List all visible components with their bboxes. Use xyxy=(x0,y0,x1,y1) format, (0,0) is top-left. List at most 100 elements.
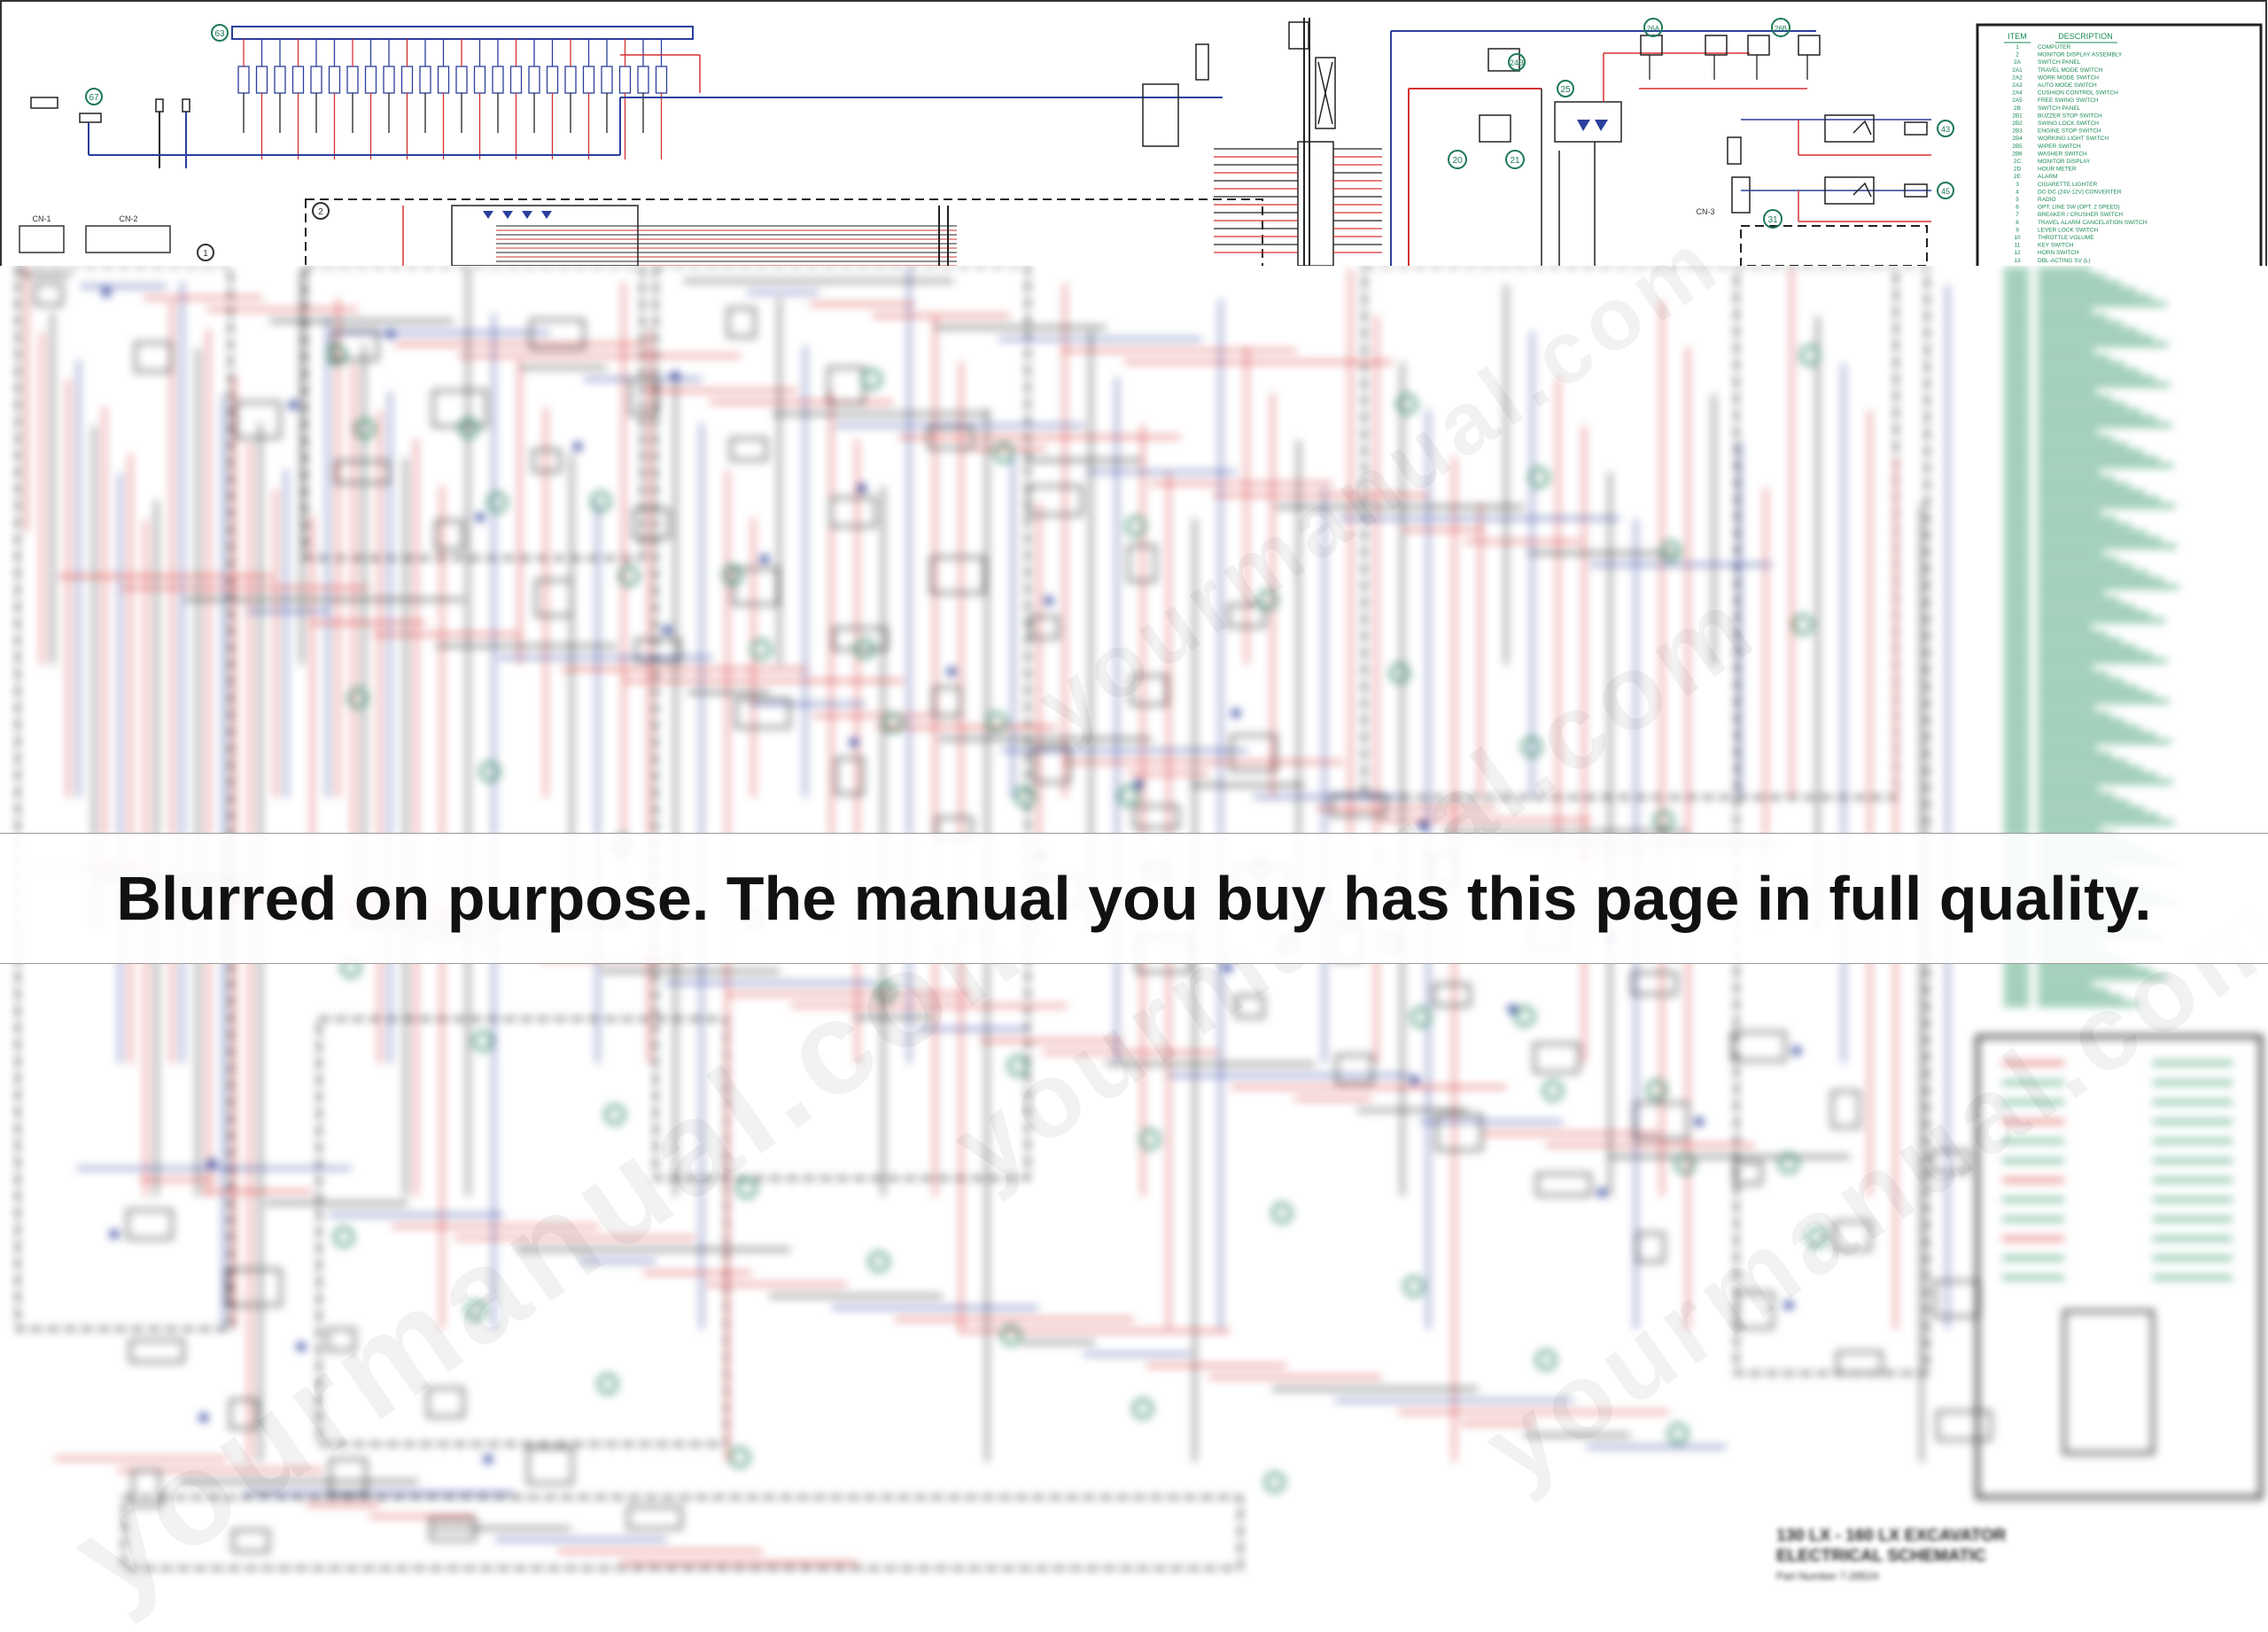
blurred-callout xyxy=(1535,1349,1557,1371)
blurred-component xyxy=(1631,972,1677,995)
legend-item-description: COMPUTER xyxy=(2038,44,2071,51)
blurred-component xyxy=(630,378,658,416)
blurred-component xyxy=(1536,1173,1591,1196)
blurred-callout xyxy=(347,688,369,709)
connector-tag-cn3: CN-3 xyxy=(1696,207,1714,216)
blurred-callout xyxy=(722,564,743,586)
blurred-box xyxy=(654,266,1029,1180)
blurred-component xyxy=(327,1328,355,1351)
legend-item-description: BUZZER STOP SWITCH xyxy=(2038,113,2102,119)
fuse xyxy=(455,66,468,94)
legend-item-description: FREE SWING SWITCH xyxy=(2038,97,2099,104)
blurred-component xyxy=(833,627,888,650)
legend-item-number: 2B xyxy=(2014,105,2021,112)
blurred-diode xyxy=(663,626,672,634)
blurred-callout xyxy=(1514,1006,1535,1027)
callout-26a: 26A xyxy=(1647,25,1660,33)
blurred-box xyxy=(1735,266,1929,1375)
monitor-component xyxy=(451,205,639,266)
fuse xyxy=(274,66,286,94)
blurred-diode xyxy=(102,288,111,297)
legend-item-number: 2A4 xyxy=(2012,90,2023,97)
blurred-diode xyxy=(1792,1046,1801,1055)
blurred-callout xyxy=(1799,345,1821,366)
blurred-diode xyxy=(1045,596,1053,605)
blurred-component xyxy=(1133,805,1179,828)
monitor-wiring xyxy=(402,205,957,266)
legend-item-description: AUTO MODE SWITCH xyxy=(2038,82,2097,89)
blurred-callout xyxy=(326,344,347,365)
blurred-box xyxy=(16,266,232,1331)
blurred-box xyxy=(317,1017,728,1446)
blurred-component xyxy=(730,438,767,461)
legend-item-number: 2A3 xyxy=(2012,82,2023,89)
blurred-diode xyxy=(760,555,769,563)
legend-item-description: LEVER LOCK SWITCH xyxy=(2038,227,2099,233)
blurred-diode xyxy=(1597,1188,1606,1197)
legend-item-number: 6 xyxy=(2016,205,2019,211)
callout-43: 43 xyxy=(1941,125,1950,134)
blurred-diode xyxy=(297,1342,306,1351)
legend-item-number: 8 xyxy=(2016,220,2019,226)
blurred-diode xyxy=(1784,1301,1793,1309)
blurred-component xyxy=(1636,1232,1665,1263)
blurred-diode xyxy=(858,484,866,493)
legend-item-description: WORK MODE SWITCH xyxy=(2038,74,2099,81)
blurred-callout xyxy=(1778,1153,1799,1174)
legend-item-number: 9 xyxy=(2016,227,2019,233)
fuse xyxy=(582,66,595,94)
schematic-subtitle: ELECTRICAL SCHEMATIC xyxy=(1776,1547,1986,1566)
blurred-callout xyxy=(986,711,1007,733)
blurred-callout xyxy=(736,1177,757,1199)
legend-item-description: CIGARETTE LIGHTER xyxy=(2038,182,2097,188)
connector-tag-cn2: CN-2 xyxy=(119,214,137,223)
blurred-callout xyxy=(1521,736,1542,758)
blurred-diode xyxy=(1508,1005,1517,1014)
callout-67: 67 xyxy=(89,93,99,103)
blurred-diode xyxy=(671,371,680,380)
blurred-diode xyxy=(207,1159,216,1168)
blurred-diode xyxy=(289,400,298,409)
blurred-component xyxy=(135,342,172,372)
blurred-component xyxy=(1831,1091,1860,1128)
legend-item-number: 2B2 xyxy=(2012,120,2023,127)
blurred-diode xyxy=(1223,963,1232,972)
blurred-component xyxy=(830,497,876,527)
schematic-sharp-region: 63 67 CN-1 CN-2 1 2 xyxy=(0,0,2268,266)
legend-item-description: WASHER SWITCH xyxy=(2038,151,2087,157)
blurred-component xyxy=(1436,1114,1482,1151)
blurred-component xyxy=(635,639,681,662)
blurred-callout xyxy=(1118,785,1139,806)
fuse xyxy=(328,66,341,94)
blurred-component xyxy=(735,698,790,728)
fuse xyxy=(546,66,559,94)
blurred-diode xyxy=(476,513,485,522)
blurred-component xyxy=(1837,1351,1883,1374)
blurred-component xyxy=(1834,1221,1871,1251)
blurred-diode xyxy=(199,1413,208,1422)
blurred-component xyxy=(633,509,670,539)
blurred-callout xyxy=(1257,589,1278,610)
fuse xyxy=(637,66,649,94)
legend-item-description: BREAKER / CRUSHER SWITCH xyxy=(2038,212,2123,218)
fuse xyxy=(291,66,305,94)
blurred-callout xyxy=(882,712,904,734)
fuse xyxy=(310,66,322,94)
legend-item-description: HOUR METER xyxy=(2038,167,2077,173)
blurred-component xyxy=(532,449,561,472)
relay xyxy=(1705,35,1728,56)
fuse xyxy=(364,66,377,94)
legend-item-number: 13 xyxy=(2014,258,2021,264)
blurred-component xyxy=(933,687,961,717)
legend-item-description: DBL-ACTING SV (L) xyxy=(2038,258,2091,264)
legend-item-description: DC-DC (24V-12V) CONVERTER xyxy=(2038,189,2122,195)
blurred-component xyxy=(1128,545,1156,582)
blurred-callout xyxy=(854,638,875,659)
blurred-callout xyxy=(729,1447,750,1468)
legend-item-number: 1 xyxy=(2016,44,2019,51)
blurred-component xyxy=(527,1447,573,1484)
blurred-diode xyxy=(573,442,582,451)
blurred-component xyxy=(435,520,463,550)
blurred-component xyxy=(1736,1292,1774,1329)
